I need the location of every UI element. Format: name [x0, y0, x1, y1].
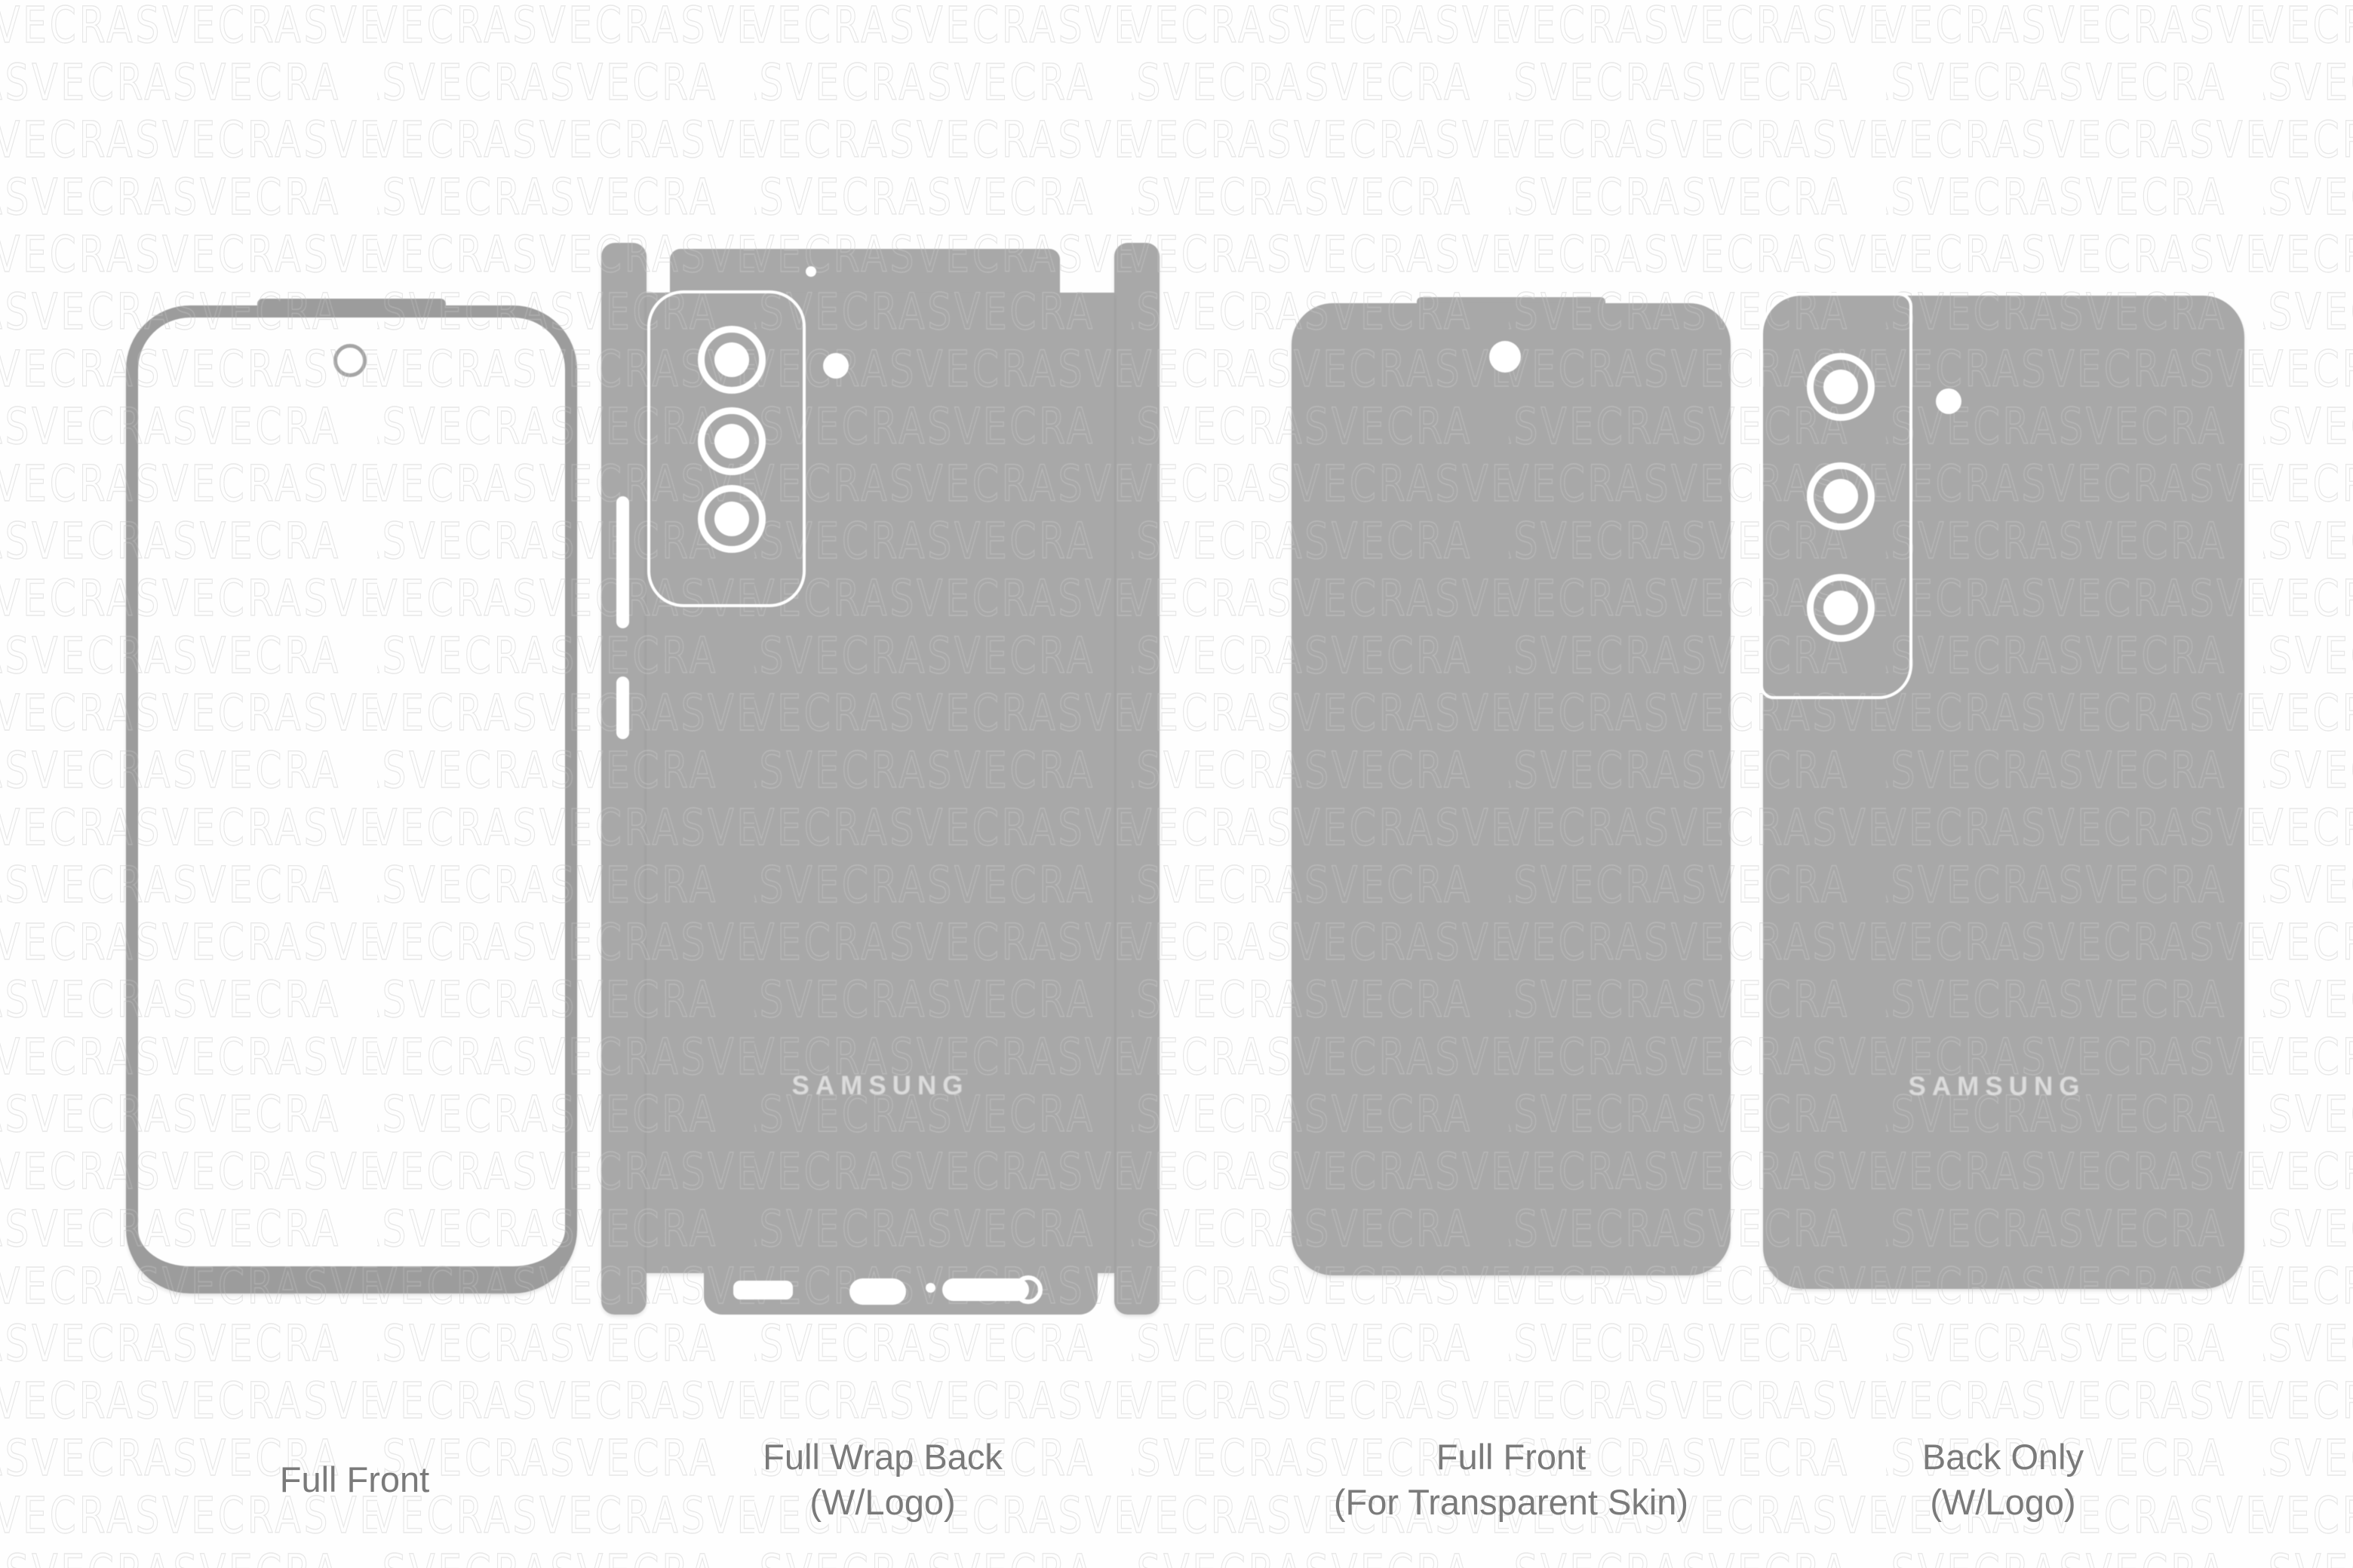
camera-lens-icon: [698, 407, 766, 475]
punch-hole-icon: [1489, 341, 1521, 373]
full-front-template: [126, 305, 577, 1293]
mic-hole-icon: [806, 266, 816, 277]
flash-icon: [1936, 388, 1961, 414]
flash-icon: [823, 353, 849, 379]
camera-lens-icon: [1807, 353, 1875, 421]
samsung-logo: SAMSUNG: [1908, 1072, 2086, 1101]
label-line: (W/Logo): [1930, 1482, 2076, 1522]
label-full-front-transparent: Full Front (For Transparent Skin): [1224, 1435, 1798, 1525]
mic-cutout: [926, 1283, 935, 1293]
label-full-front: Full Front: [68, 1457, 641, 1502]
speaker-cutout: [733, 1281, 793, 1300]
punch-hole-outline-icon: [333, 344, 367, 377]
camera-lens-icon: [698, 326, 766, 394]
label-line: Full Front: [279, 1459, 430, 1499]
label-full-wrap-back: Full Wrap Back (W/Logo): [596, 1435, 1169, 1525]
camera-lens-icon: [698, 485, 766, 553]
label-line: (For Transparent Skin): [1333, 1482, 1689, 1522]
label-line: Back Only: [1921, 1437, 2084, 1477]
samsung-logo: SAMSUNG: [791, 1071, 969, 1100]
camera-lens-icon: [1807, 574, 1875, 642]
side-wrap-right: [1114, 243, 1160, 1315]
side-wrap-left: [601, 243, 647, 1315]
camera-lens-icon: [1807, 462, 1875, 530]
volume-button-cutout: [616, 496, 629, 628]
label-line: Full Front: [1436, 1437, 1587, 1477]
label-back-only: Back Only (W/Logo): [1716, 1435, 2290, 1525]
full-front-transparent-template: [1292, 303, 1731, 1275]
label-line: Full Wrap Back: [763, 1437, 1003, 1477]
power-button-cutout: [616, 677, 629, 739]
usb-port-cutout: [849, 1278, 906, 1305]
screw-ring-icon: [1014, 1275, 1043, 1304]
top-wrap-flap: [670, 249, 1060, 296]
label-line: (W/Logo): [809, 1482, 956, 1522]
